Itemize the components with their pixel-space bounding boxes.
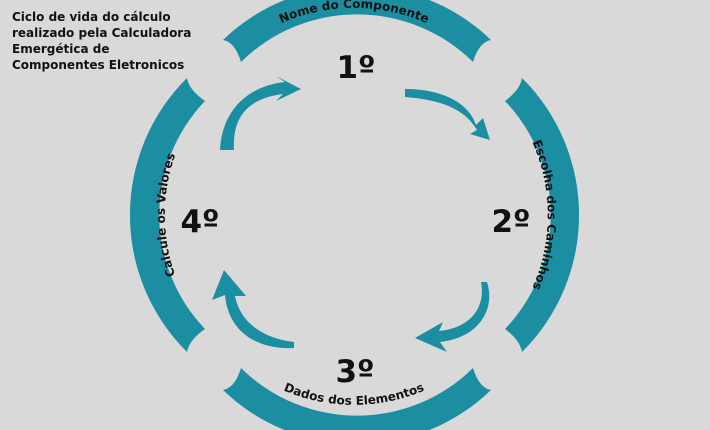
arrow-icon-3-to-4 xyxy=(212,270,294,349)
step-3-number: 3º xyxy=(335,354,374,390)
band-top xyxy=(223,0,491,62)
band-left xyxy=(129,78,205,352)
diagram-title: Ciclo de vida do cálculo realizado pela … xyxy=(12,9,212,73)
step-1-number: 1º xyxy=(336,50,375,86)
arrow-icon-1-to-2 xyxy=(405,89,490,140)
arrow-icon-4-to-1 xyxy=(220,76,301,150)
band-right xyxy=(505,78,580,352)
arrow-icon-2-to-3 xyxy=(415,282,490,352)
step-4-number: 4º xyxy=(180,204,219,240)
title-line-2: realizado pela Calculadora xyxy=(12,26,192,40)
step-2-number: 2º xyxy=(491,204,530,240)
title-line-4: Componentes Eletronicos xyxy=(12,58,185,72)
band-bottom xyxy=(223,368,491,430)
title-line-1: Ciclo de vida do cálculo xyxy=(12,10,171,24)
title-line-3: Emergética de xyxy=(12,42,110,56)
